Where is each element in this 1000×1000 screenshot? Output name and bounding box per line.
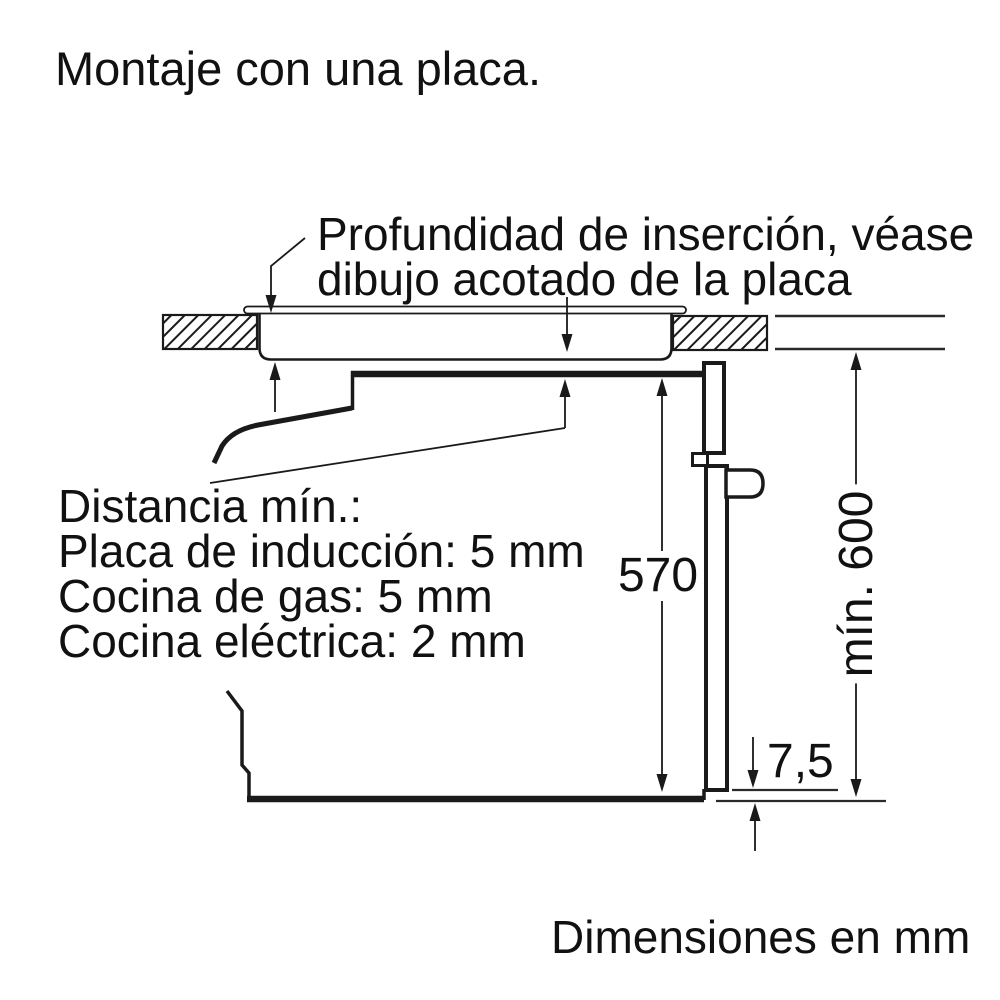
min-distance-leader-arrow (209, 379, 571, 484)
min-distance-heading: Distancia mín.: (58, 480, 363, 532)
hob-bottom-up-arrow (269, 362, 281, 412)
page-title: Montaje con una placa. (55, 42, 541, 95)
hob-cross-section (243, 305, 687, 361)
oven-front-upper-frame (702, 361, 726, 455)
min-distance-note: Distancia mín.: Placa de inducción: 5 mm… (58, 480, 585, 667)
front-overhang-dimension-label: 7,5 (767, 735, 834, 788)
insertion-depth-arrow (561, 297, 573, 352)
worktop-section (161, 313, 945, 352)
oven-lower-left-edge (225, 689, 251, 797)
min-distance-induction: Placa de inducción: 5 mm (58, 525, 585, 577)
worktop-right-hatch (671, 314, 769, 352)
hob-tub (258, 314, 673, 361)
insertion-depth-note-line2: dibujo acotado de la placa (317, 253, 852, 305)
dimension-7-5 (747, 737, 761, 851)
insertion-depth-note: Profundidad de inserción, véase dibujo a… (317, 208, 975, 305)
oven-front-lower-frame (704, 464, 729, 792)
worktop-left-hatch (161, 313, 259, 351)
insertion-depth-leader-arrow (265, 237, 306, 313)
insertion-depth-note-line1: Profundidad de inserción, véase (317, 208, 975, 260)
min-distance-gas: Cocina de gas: 5 mm (58, 570, 493, 622)
oven-height-dimension-label: 570 (611, 551, 705, 601)
oven-frame-tab (691, 452, 709, 467)
oven-cross-section (211, 361, 765, 803)
hob-flange (243, 305, 687, 315)
oven-control-knob (724, 468, 765, 499)
oven-left-slant (211, 405, 353, 465)
units-note: Dimensiones en mm (551, 911, 971, 963)
min-niche-height-dimension-label: mín. 600 (830, 484, 883, 684)
min-distance-electric: Cocina eléctrica: 2 mm (58, 615, 526, 667)
